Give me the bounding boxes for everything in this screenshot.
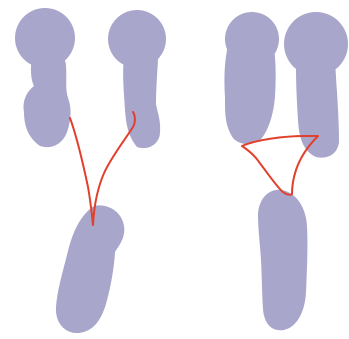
right-group-bottom-shape <box>258 190 307 330</box>
